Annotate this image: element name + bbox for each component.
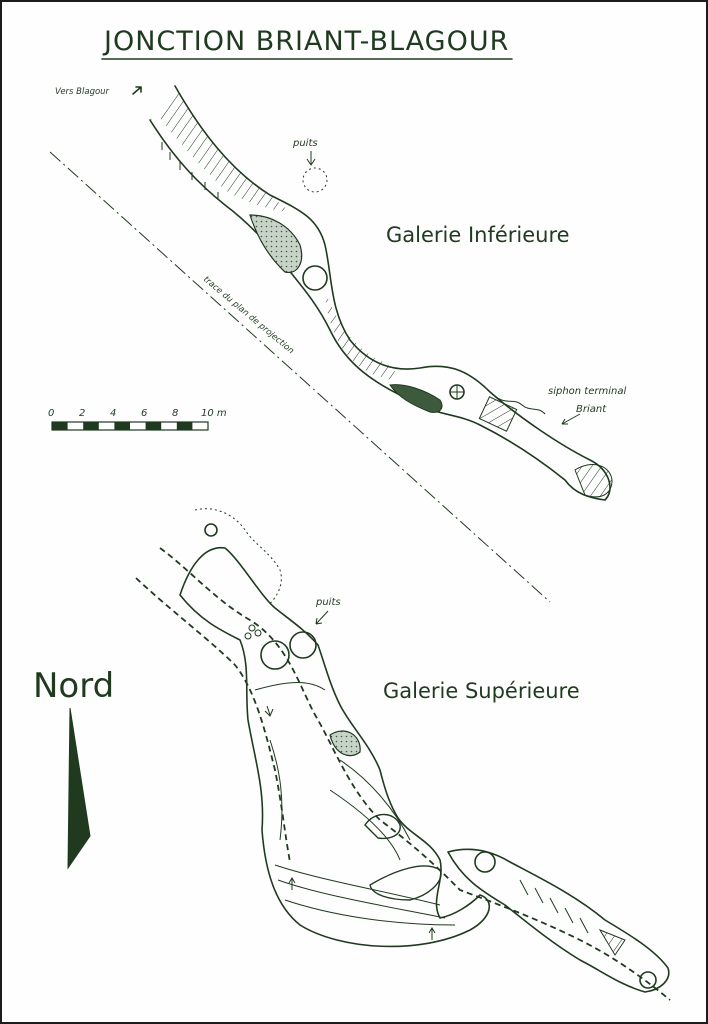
puits-upper-circle — [302, 167, 328, 193]
sediment-fill-3 — [329, 730, 361, 757]
siphon-arrow-icon — [561, 413, 581, 425]
terminal-extension-outline — [447, 848, 670, 993]
contour-4 — [329, 789, 401, 861]
flow-arrow-1-icon — [288, 877, 296, 890]
contour-6 — [254, 682, 326, 691]
sediment-fill-2 — [389, 384, 443, 413]
siphon-hatch — [478, 396, 518, 432]
rock-hatch-mid — [325, 290, 397, 380]
sediment-fill-1 — [249, 214, 303, 273]
puits-upper-label: puits — [292, 138, 318, 149]
vers-blagour-arrow-icon — [132, 86, 142, 95]
pebble-3 — [244, 632, 252, 640]
inner-wave — [494, 395, 546, 415]
puits-lower-arrow-icon — [315, 610, 329, 625]
contour-2 — [277, 879, 446, 919]
puits-lower-label: puits — [315, 597, 341, 608]
galerie-inferieure-label: Galerie Inférieure — [386, 223, 570, 247]
map-title: JONCTION BRIANT-BLAGOUR — [102, 26, 509, 57]
small-pit — [204, 523, 218, 537]
scale-tick-8: 8 — [172, 408, 178, 419]
scale-tick-2: 2 — [79, 408, 85, 419]
siphon-label-1: siphon terminal — [548, 386, 626, 397]
pebble-1 — [248, 624, 256, 632]
terminal-circle — [639, 971, 657, 989]
trace-label: trace du plan de projection — [201, 275, 296, 357]
north-arrow-icon — [67, 707, 91, 870]
puits-upper-arrow-icon — [306, 151, 316, 166]
terminal-block — [598, 928, 626, 956]
galerie-superieure-label: Galerie Supérieure — [383, 679, 580, 703]
wall-ticks — [161, 142, 219, 200]
extension-ticks — [519, 879, 589, 934]
terminal-boulders — [574, 464, 613, 498]
pebble-2 — [254, 629, 262, 637]
flow-arrow-2-icon — [428, 927, 436, 940]
boulder-2 — [369, 865, 442, 901]
contour-3 — [284, 899, 456, 926]
scale-tick-6: 6 — [141, 408, 147, 419]
rock-hatch-upper — [150, 86, 290, 212]
galerie-inferieure-outline — [149, 85, 611, 501]
projection-trace-line — [49, 151, 551, 603]
dotted-contour-top — [194, 508, 282, 606]
scale-tick-4: 4 — [110, 408, 116, 419]
vers-blagour-label: Vers Blagour — [55, 87, 110, 97]
survey-line-right — [159, 547, 671, 1001]
contour-7 — [269, 739, 283, 841]
contour-5 — [339, 759, 411, 841]
survey-line-left — [135, 577, 291, 863]
north-label: Nord — [33, 666, 114, 706]
chamber-circle — [260, 640, 290, 670]
scale-tick-0: 0 — [48, 408, 54, 419]
scale-tick-10: 10 m — [201, 408, 227, 419]
block-circle — [302, 265, 328, 291]
boulder-1 — [364, 813, 401, 840]
flow-arrow-3-icon — [264, 705, 274, 717]
puits-lower-circle — [289, 631, 317, 659]
contour-1 — [274, 864, 441, 906]
scale-bar: 0 2 4 6 8 10 m — [48, 408, 227, 431]
extension-pit — [474, 851, 496, 873]
siphon-label-2: Briant — [576, 404, 607, 415]
